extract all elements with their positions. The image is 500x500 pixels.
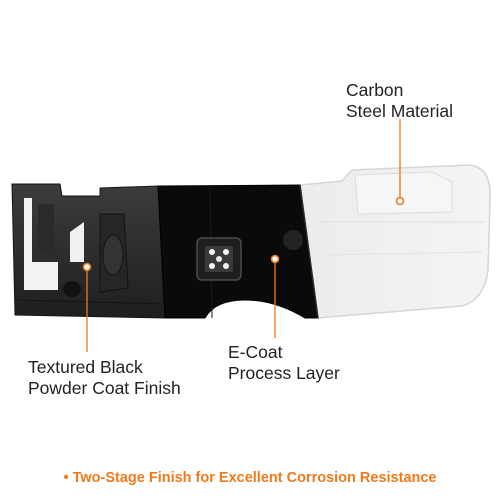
ecoat-callout: E-Coat Process Layer <box>228 342 340 384</box>
textured-black-section <box>11 183 166 319</box>
carbon-steel-callout: Carbon Steel Material <box>346 80 453 122</box>
carbon-steel-pointer <box>395 119 405 206</box>
textured-finish-line2: Powder Coat Finish <box>28 378 181 398</box>
ecoat-line1: E-Coat <box>228 342 283 362</box>
textured-finish-pointer <box>82 262 92 352</box>
ecoat-line2: Process Layer <box>228 363 340 383</box>
carbon-steel-line2: Steel Material <box>346 101 453 121</box>
carbon-steel-ghost-section <box>299 164 491 319</box>
led-work-light-icon <box>196 237 242 281</box>
footer-bullet-icon: • <box>63 470 69 486</box>
footer-text: Two-Stage Finish for Excellent Corrosion… <box>72 470 437 486</box>
carbon-steel-line1: Carbon <box>346 80 404 100</box>
footer-feature-line: •Two-Stage Finish for Excellent Corrosio… <box>0 470 500 486</box>
textured-finish-line1: Textured Black <box>28 357 143 377</box>
ecoat-pointer <box>270 254 280 338</box>
textured-finish-callout: Textured Black Powder Coat Finish <box>28 357 181 399</box>
